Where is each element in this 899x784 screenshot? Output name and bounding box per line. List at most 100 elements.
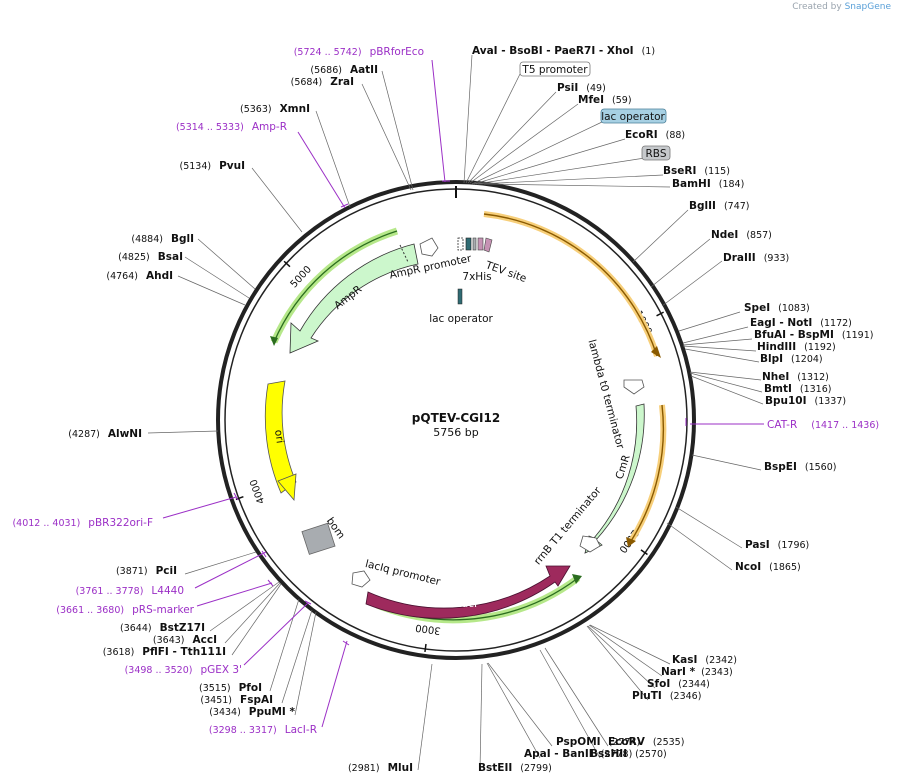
- site-label: BlpI(1204): [760, 353, 823, 365]
- orf-line-top: [483, 213, 658, 357]
- site-label: KasI(2342): [672, 654, 737, 666]
- site-label: Bpu10I(1337): [765, 395, 846, 407]
- primer-label: (3761 .. 3778)L4440: [76, 585, 184, 597]
- lambda-terminator-symbol: [623, 379, 645, 395]
- laciq-promoter-symbol: [351, 570, 371, 588]
- site-label: BssHII(2570): [590, 748, 667, 760]
- scale-tick: [424, 643, 427, 653]
- site-label: NcoI(1865): [735, 561, 801, 573]
- site-label: (4764)AhdI: [106, 270, 173, 282]
- bom-block: [301, 522, 336, 555]
- ampr-dashed-marker: [399, 244, 409, 263]
- lac-operator-inner-block: [457, 288, 463, 305]
- site-label: (3618)PflFI - Tth111I: [103, 646, 226, 658]
- orf-arrow-cmr: [626, 537, 636, 547]
- laci-green-arrow: [572, 574, 582, 584]
- scale-tick: [656, 311, 664, 317]
- lac-operator-label: lac operator: [601, 111, 665, 123]
- lambda-terminator-label: lambda t0 terminator: [586, 338, 627, 451]
- orf-line-cmr: [630, 404, 665, 542]
- scale-tick-label: 4000: [248, 478, 267, 506]
- site-label: HindIII(1192): [757, 341, 836, 353]
- site-label: AvaI - BsoBI - PaeR7I - XhoI(1): [472, 45, 655, 57]
- primer-label: (3661 .. 3680)pRS-marker: [56, 604, 194, 616]
- site-label: BamHI(184): [672, 178, 744, 190]
- site-label: PsiI(49): [557, 82, 606, 94]
- site-label: (3515)PfoI: [199, 682, 262, 694]
- site-label: (3871)PciI: [116, 565, 177, 577]
- laci-arrow[interactable]: [365, 565, 571, 619]
- site-label: (4825)BsaI: [118, 251, 183, 263]
- rbs-label: RBS: [646, 148, 667, 160]
- his-tag-label: 7xHis: [462, 271, 491, 283]
- site-label: BmtI(1316): [764, 383, 831, 395]
- plasmid-name: pQTEV-CGI12: [412, 411, 500, 425]
- site-label: EcoRV(2535): [608, 736, 684, 748]
- site-label: PspOMI(2774): [556, 736, 640, 748]
- site-label: SfoI(2344): [647, 678, 710, 690]
- site-label: MfeI(59): [578, 94, 632, 106]
- boxed-features: T5 promoter lac operator RBS: [519, 61, 671, 161]
- credit-brand: SnapGene: [844, 2, 891, 12]
- site-label: SpeI(1083): [744, 302, 810, 314]
- primer-label: (3498 .. 3520)pGEX 3': [125, 664, 242, 676]
- orf-arrow-top: [651, 346, 661, 358]
- site-label: (3644)BstZ17I: [120, 622, 205, 634]
- credit-prefix: Created by: [792, 2, 842, 12]
- site-label: EagI - NotI(1172): [750, 317, 852, 329]
- rbs-block: [472, 237, 477, 251]
- site-label: BseRI(115): [663, 165, 730, 177]
- site-label: (4287)AlwNI: [68, 428, 142, 440]
- site-label: EcoRI(88): [625, 129, 685, 141]
- scale-tick: [640, 549, 648, 556]
- site-label: (3643)AccI: [153, 634, 217, 646]
- snapgene-credit: Created by SnapGene: [792, 2, 891, 12]
- ampr-green-arrow: [270, 336, 278, 346]
- ampr-green-line: [273, 230, 398, 343]
- laciq-promoter-label: lacIq promoter: [364, 558, 442, 588]
- site-label: (5684)ZraI: [291, 76, 354, 88]
- primer-label: (4012 .. 4031)pBR322ori-F: [12, 517, 153, 529]
- site-label: (5134)PvuI: [179, 160, 245, 172]
- primer-label: CAT-R(1417 .. 1436): [767, 419, 879, 431]
- site-label: PluTI(2346): [632, 690, 701, 702]
- site-label: PasI(1796): [745, 539, 809, 551]
- tev-arrow: [483, 237, 493, 253]
- tev-block: [477, 237, 484, 251]
- scale-tick: [283, 260, 291, 268]
- primer-label: (5314 .. 5333)Amp-R: [176, 121, 287, 133]
- backbone-outer: [216, 180, 696, 660]
- rrnb-terminator-label: rrnB T1 terminator: [532, 484, 604, 567]
- site-label: BfuAI - BspMI(1191): [754, 329, 873, 341]
- site-label: NdeI(857): [711, 229, 772, 241]
- ampr-promoter-symbol: [419, 237, 439, 257]
- site-label: (3451)FspAI: [200, 694, 273, 706]
- site-label: (5686)AatII: [310, 64, 378, 76]
- primer-labels: (5724 .. 5742)pBRforEco (5314 .. 5333)Am…: [12, 46, 879, 736]
- plasmid-size: 5756 bp: [433, 426, 478, 439]
- orf-highlight-top: [483, 211, 660, 357]
- site-label: (3434)PpuMI *: [209, 706, 295, 718]
- ampr-arrow[interactable]: [289, 243, 419, 354]
- site-label: (5363)XmnI: [240, 103, 310, 115]
- site-label: NarI *(2343): [661, 666, 733, 678]
- site-label: (4884)BglI: [131, 233, 194, 245]
- site-label: (2981)MluI: [348, 762, 413, 774]
- site-leaders: [147, 54, 764, 771]
- laci-label: lacI: [459, 598, 477, 610]
- scale-tick-label: 3000: [415, 621, 442, 635]
- t5-promoter-label: T5 promoter: [521, 64, 588, 76]
- t5-promoter-block: [457, 237, 464, 251]
- lac-operator-block: [465, 237, 472, 251]
- site-labels: AvaI - BsoBI - PaeR7I - XhoI(1) PsiI(49)…: [68, 45, 873, 774]
- lac-operator-box: [600, 108, 667, 124]
- ori-block[interactable]: [264, 380, 297, 494]
- t5-promoter-box: [519, 61, 591, 77]
- site-label: DraIII(933): [723, 252, 789, 264]
- primer-label: (5724 .. 5742)pBRforEco: [294, 46, 424, 58]
- ori-label: ori: [272, 429, 286, 444]
- site-label: BglII(747): [689, 200, 749, 212]
- primer-leaders: [162, 59, 764, 728]
- rbs-box: [641, 145, 671, 161]
